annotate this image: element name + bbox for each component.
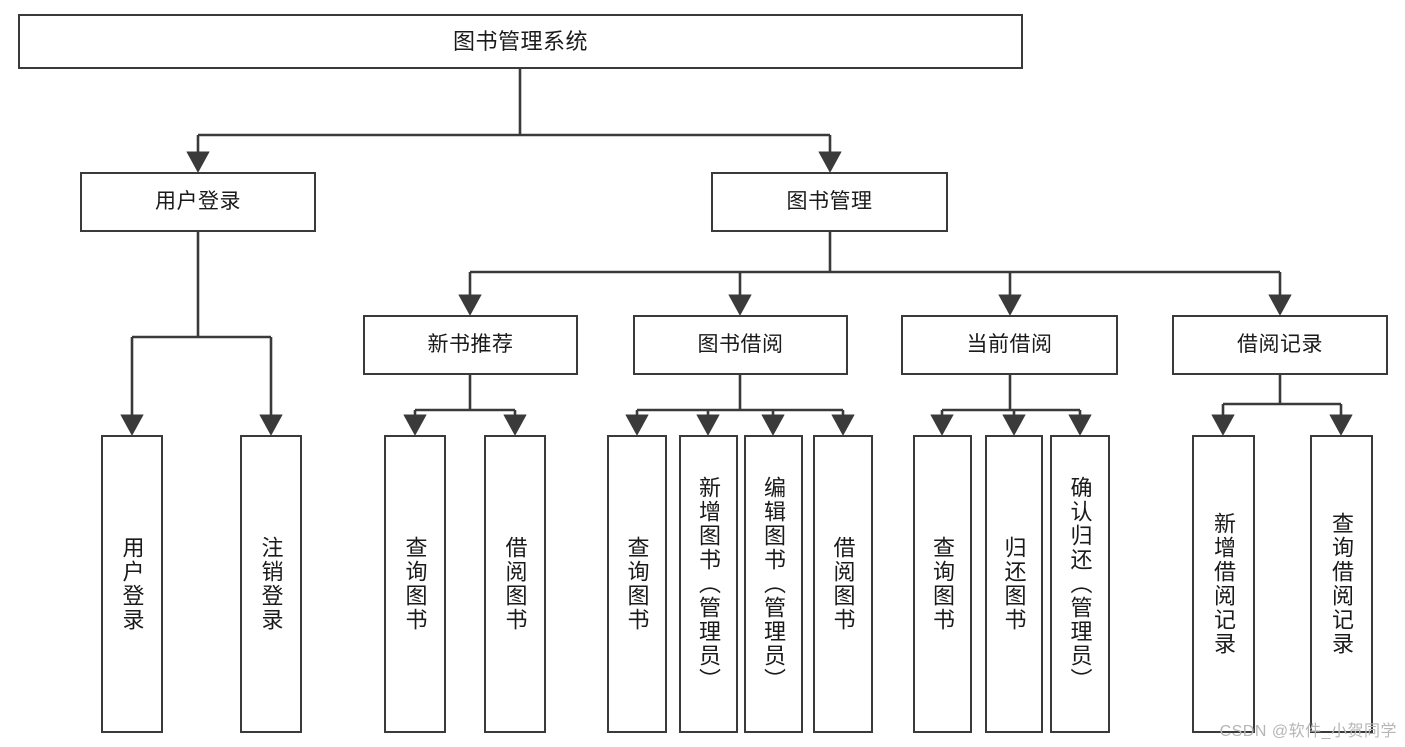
node-user-login-label: 用户登录 (155, 189, 241, 213)
leaf-user-login-2-label: 注销登录 (258, 536, 284, 632)
leaf-current-borrow-2[interactable]: 归还图书 (985, 435, 1043, 733)
leaf-user-login-2[interactable]: 注销登录 (240, 435, 302, 733)
leaf-borrow-record-1[interactable]: 新增借阅记录 (1192, 435, 1255, 733)
leaf-current-borrow-1-label: 查询图书 (930, 536, 956, 632)
node-root[interactable]: 图书管理系统 (18, 14, 1023, 69)
leaf-new-book-recommend-1[interactable]: 查询图书 (384, 435, 446, 733)
node-new-book-recommend-label: 新书推荐 (427, 332, 514, 356)
node-user-login[interactable]: 用户登录 (80, 172, 316, 232)
leaf-borrow-record-2[interactable]: 查询借阅记录 (1310, 435, 1373, 733)
leaf-current-borrow-3-label: 确认归还（管理员） (1067, 476, 1093, 692)
watermark: CSDN @软件_小贺同学 (1219, 723, 1397, 740)
leaf-new-book-recommend-2-label: 借阅图书 (502, 536, 528, 632)
node-current-borrow-label: 当前借阅 (966, 332, 1053, 356)
leaf-borrow-record-2-label: 查询借阅记录 (1329, 512, 1355, 656)
node-book-manage-label: 图书管理 (786, 189, 873, 213)
node-borrow-record[interactable]: 借阅记录 (1172, 315, 1388, 375)
leaf-book-borrow-4-label: 借阅图书 (830, 536, 856, 632)
node-borrow-record-label: 借阅记录 (1237, 332, 1323, 356)
node-current-borrow[interactable]: 当前借阅 (901, 315, 1118, 375)
leaf-book-borrow-2-label: 新增图书（管理员） (696, 476, 722, 692)
leaf-borrow-record-1-label: 新增借阅记录 (1211, 512, 1237, 656)
leaf-new-book-recommend-2[interactable]: 借阅图书 (484, 435, 546, 733)
leaf-current-borrow-1[interactable]: 查询图书 (913, 435, 972, 733)
leaf-new-book-recommend-1-label: 查询图书 (402, 536, 428, 632)
leaf-book-borrow-2[interactable]: 新增图书（管理员） (679, 435, 738, 733)
leaf-user-login-1-label: 用户登录 (119, 536, 145, 632)
leaf-book-borrow-3-label: 编辑图书（管理员） (761, 476, 787, 692)
leaf-user-login-1[interactable]: 用户登录 (101, 435, 163, 733)
node-root-label: 图书管理系统 (452, 28, 588, 54)
leaf-current-borrow-3[interactable]: 确认归还（管理员） (1050, 435, 1110, 733)
leaf-book-borrow-1-label: 查询图书 (624, 536, 650, 632)
node-book-borrow-label: 图书借阅 (697, 332, 784, 356)
leaf-current-borrow-2-label: 归还图书 (1001, 536, 1027, 632)
node-book-manage[interactable]: 图书管理 (711, 172, 948, 232)
leaf-book-borrow-1[interactable]: 查询图书 (607, 435, 667, 733)
leaf-book-borrow-4[interactable]: 借阅图书 (813, 435, 873, 733)
leaf-book-borrow-3[interactable]: 编辑图书（管理员） (744, 435, 803, 733)
node-book-borrow[interactable]: 图书借阅 (633, 315, 848, 375)
node-new-book-recommend[interactable]: 新书推荐 (363, 315, 578, 375)
